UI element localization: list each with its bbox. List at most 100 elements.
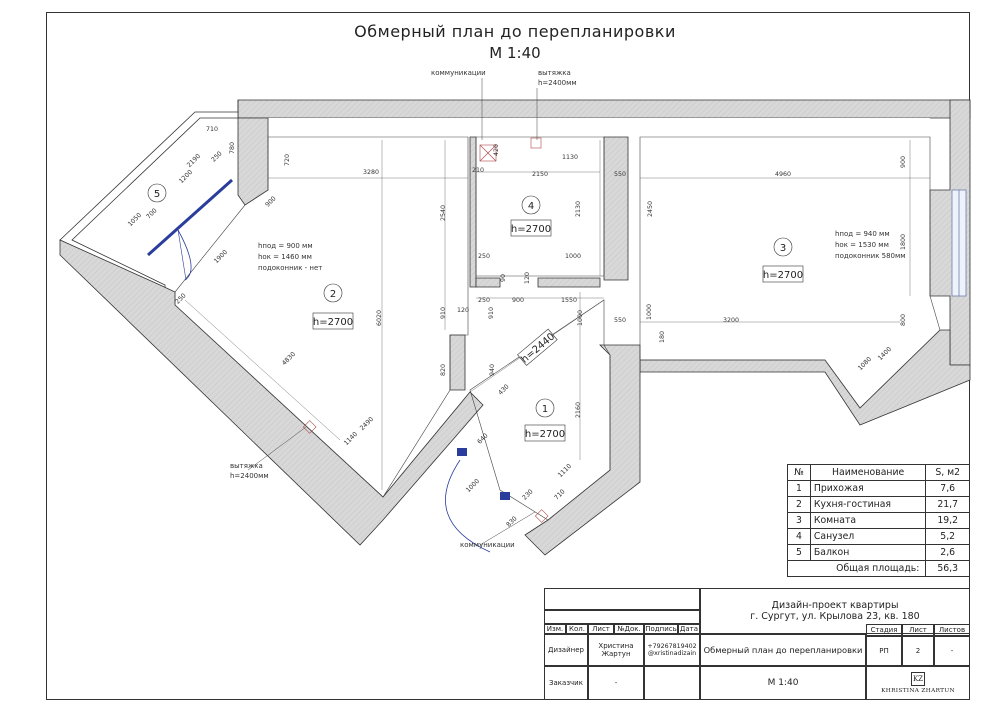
dimension-label: 900 bbox=[900, 156, 907, 168]
dimension-label: 6020 bbox=[376, 310, 383, 326]
room-2-number: 2 bbox=[330, 289, 336, 300]
dimension-label: 800 bbox=[900, 314, 907, 326]
dimension-label: 940 bbox=[489, 364, 496, 376]
dimension-label: 1000 bbox=[565, 253, 581, 260]
row-num: 3 bbox=[787, 512, 811, 529]
dimension-label: 910 bbox=[440, 307, 447, 319]
vent-left-label: вытяжка bbox=[230, 462, 263, 470]
table-row: 5 Балкон 2,6 bbox=[787, 544, 970, 561]
dimension-label: 250 bbox=[478, 297, 490, 304]
dimension-label: 900 bbox=[512, 297, 524, 304]
dimension-label: 1000 bbox=[646, 304, 653, 320]
stage-label: Стадия bbox=[866, 624, 902, 636]
dimension-label: 4830 bbox=[281, 351, 297, 367]
col-signature: Подпись bbox=[644, 624, 678, 634]
total-label: Общая площадь: bbox=[786, 560, 927, 577]
dimension-label: 1140 bbox=[343, 431, 359, 447]
row-area: 2,6 bbox=[925, 544, 970, 561]
row-area: 19,2 bbox=[925, 512, 970, 529]
table-row: 1 Прихожая 7,6 bbox=[787, 480, 970, 497]
room-4-height: h=2700 bbox=[511, 224, 551, 235]
dimension-label: 1400 bbox=[877, 346, 893, 362]
sheets-value: - bbox=[934, 636, 970, 666]
col-izm: Изм. bbox=[544, 624, 566, 634]
row-num: 2 bbox=[787, 496, 811, 513]
room-4-number: 4 bbox=[528, 201, 534, 212]
room2-note-3: подоконник - нет bbox=[258, 264, 322, 272]
rooms-table-header: № Наименование S, м2 bbox=[787, 464, 970, 481]
sheet-label: Лист bbox=[902, 624, 934, 636]
dimension-label: 2130 bbox=[575, 201, 582, 217]
dimension-label: 900 bbox=[264, 195, 277, 208]
dimension-label: 640 bbox=[476, 432, 489, 445]
row-name: Прихожая bbox=[809, 480, 927, 497]
dimension-label: 1000 bbox=[577, 310, 584, 326]
header-area: S, м2 bbox=[925, 464, 970, 481]
stamp-blank-1 bbox=[544, 588, 700, 610]
dimension-label: 250 bbox=[174, 292, 187, 305]
sheet-value: 2 bbox=[902, 636, 934, 666]
row-name: Санузел bbox=[809, 528, 927, 545]
logo-cell: KZ KHRISTINA ZHARTUN bbox=[866, 666, 970, 700]
project-line-2: г. Сургут, ул. Крылова 23, кв. 180 bbox=[750, 611, 920, 622]
designer-phone: +79267819402 bbox=[647, 643, 697, 650]
sheet-title: Обмерный план до перепланировки bbox=[700, 634, 866, 666]
dimension-label: 120 bbox=[457, 307, 469, 314]
room3-note-1: hпод = 940 мм bbox=[835, 230, 890, 238]
dimension-label: 1000 bbox=[465, 478, 481, 494]
height-boxes bbox=[312, 219, 804, 442]
room-2-height: h=2700 bbox=[313, 317, 353, 328]
header-num: № bbox=[787, 464, 811, 481]
designer-name: Христина Жартун bbox=[588, 634, 644, 666]
dimension-label: 90 bbox=[500, 274, 507, 282]
sheets-label: Листов bbox=[934, 624, 970, 636]
rooms-table: № Наименование S, м2 1 Прихожая 7,6 2 Ку… bbox=[786, 464, 970, 577]
dimension-label: 2150 bbox=[532, 171, 548, 178]
dimension-label: 250 bbox=[210, 150, 223, 163]
room-5-number: 5 bbox=[154, 189, 160, 200]
dimension-label: 3200 bbox=[723, 317, 739, 324]
table-row: 4 Санузел 5,2 bbox=[787, 528, 970, 545]
dimension-label: 2490 bbox=[359, 416, 375, 432]
plan-title: Обмерный план до перепланировки bbox=[354, 22, 676, 41]
room2-note-2: hок = 1460 мм bbox=[258, 253, 312, 261]
stage-value: РП bbox=[866, 636, 902, 666]
dimension-label: 1110 bbox=[557, 463, 573, 479]
right-window bbox=[951, 189, 967, 297]
dimension-lines bbox=[184, 140, 930, 490]
dimension-label: 710 bbox=[553, 488, 566, 501]
dimension-label: 550 bbox=[614, 317, 626, 324]
col-kol: Кол. bbox=[566, 624, 588, 634]
walls bbox=[59, 99, 971, 556]
dimension-label: 180 bbox=[659, 331, 666, 343]
title-block: Изм. Кол. Лист №Док. Подпись Дата Дизайн… bbox=[544, 588, 970, 700]
row-name: Балкон bbox=[809, 544, 927, 561]
total-value: 56,3 bbox=[925, 560, 970, 577]
vent-top-label: вытяжка bbox=[538, 69, 571, 77]
dimension-label: 250 bbox=[478, 253, 490, 260]
dimension-label: 710 bbox=[206, 126, 218, 133]
room3-note-2: hок = 1530 мм bbox=[835, 241, 889, 249]
scale-value: М 1:40 bbox=[700, 666, 866, 700]
row-num: 5 bbox=[787, 544, 811, 561]
dimension-label: 3280 bbox=[363, 169, 379, 176]
room2-note-1: hпод = 900 мм bbox=[258, 242, 313, 250]
logo-text: KHRISTINA ZHARTUN bbox=[881, 688, 955, 694]
stamp-blank-2 bbox=[544, 610, 700, 624]
dimension-label: 430 bbox=[497, 383, 510, 396]
comm-bottom-label: коммуникации bbox=[460, 541, 515, 549]
dimension-label: 830 bbox=[505, 515, 518, 528]
dimension-label: 1200 bbox=[178, 169, 194, 185]
dimension-label: 550 bbox=[614, 171, 626, 178]
header-name: Наименование bbox=[809, 464, 927, 481]
dimension-label: 2450 bbox=[647, 201, 654, 217]
room-3-height: h=2700 bbox=[763, 270, 803, 281]
entrance-door bbox=[445, 448, 510, 553]
dimension-label: 2190 bbox=[186, 153, 202, 169]
dimension-label: 720 bbox=[284, 154, 291, 166]
dimension-label: 820 bbox=[440, 364, 447, 376]
plan-scale: М 1:40 bbox=[489, 44, 541, 62]
dimension-label: 1900 bbox=[213, 249, 229, 265]
row-name: Кухня-гостиная bbox=[809, 496, 927, 513]
